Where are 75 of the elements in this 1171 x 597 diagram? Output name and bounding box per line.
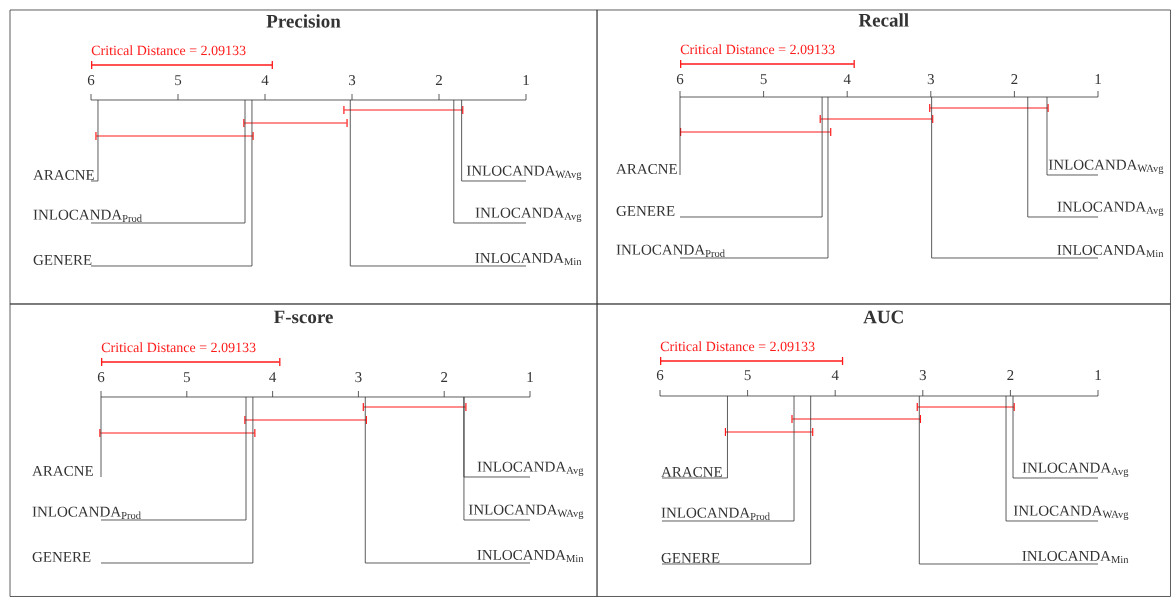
leader-line <box>100 396 102 478</box>
critical-distance-label: Critical Distance = 2.09133 <box>660 341 815 352</box>
tick-label: 1 <box>1095 370 1101 380</box>
method-label: INLOCANDA$_{Min}$ <box>1057 244 1164 257</box>
leader-line <box>918 395 1099 565</box>
tick-label: 1 <box>1095 74 1101 84</box>
leader-line <box>463 396 531 521</box>
tick-label: 6 <box>656 370 664 381</box>
critical-distance-label: Critical Distance = 2.09133 <box>680 44 835 55</box>
method-label: INLOCANDA$_{Avg}$ <box>1057 201 1164 216</box>
leader-line <box>1012 395 1099 479</box>
leader-line <box>679 96 829 259</box>
tick-label: 6 <box>97 372 105 383</box>
leader-line <box>1005 395 1099 522</box>
method-label: INLOCANDA$_{Min}$ <box>1022 550 1129 563</box>
method-label: INLOCANDA$_{Avg}$ <box>475 207 582 222</box>
tick-label: 3 <box>349 75 356 86</box>
leader-line <box>364 396 531 564</box>
tick-label: 1 <box>527 372 533 382</box>
tick-label: 4 <box>261 75 269 85</box>
method-label: GENERE <box>33 254 92 265</box>
tick-label: 5 <box>183 372 190 383</box>
tick-label: 6 <box>676 74 684 85</box>
method-label: INLOCANDA$_{WAvg}$ <box>468 504 584 519</box>
tick-label: 3 <box>927 74 934 85</box>
tick-label: 4 <box>831 370 839 380</box>
method-label: INLOCANDA$_{Prod}$ <box>661 507 770 520</box>
leader-line <box>100 396 247 521</box>
tick-label: 6 <box>87 75 95 86</box>
leader-line <box>90 99 253 267</box>
tick-label: 1 <box>523 75 529 85</box>
leader-line <box>453 99 527 224</box>
method-label: INLOCANDA$_{WAvg}$ <box>1048 159 1164 174</box>
method-label: ARACNE <box>33 169 94 180</box>
leader-line <box>1027 96 1099 218</box>
tick-label: 2 <box>1011 74 1018 84</box>
tick-label: 5 <box>175 75 182 86</box>
leader-line <box>679 96 681 176</box>
critical-distance-label: Critical Distance = 2.09133 <box>101 342 256 353</box>
tick-label: 5 <box>760 74 767 85</box>
leader-line <box>1046 96 1099 176</box>
tick-label: 2 <box>1007 370 1014 380</box>
leader-line <box>679 96 823 218</box>
critical-distance-label: Critical Distance = 2.09133 <box>91 45 246 56</box>
method-label: ARACNE <box>32 465 93 476</box>
leader-line <box>100 396 254 564</box>
tick-label: 2 <box>435 75 442 85</box>
method-label: INLOCANDA$_{Avg}$ <box>477 461 584 476</box>
leader-line <box>931 96 1099 259</box>
method-label: INLOCANDA$_{Prod}$ <box>33 209 142 222</box>
leader-line <box>461 99 527 182</box>
method-label: INLOCANDA$_{Min}$ <box>477 549 584 562</box>
leader-line <box>90 99 246 224</box>
leader-line <box>90 99 99 182</box>
leader-line <box>661 395 728 479</box>
leader-line <box>349 99 527 267</box>
method-label: INLOCANDA$_{Prod}$ <box>32 506 141 519</box>
tick-label: 2 <box>441 372 448 382</box>
method-label: INLOCANDA$_{Prod}$ <box>616 244 725 257</box>
method-label: INLOCANDA$_{Min}$ <box>475 252 582 265</box>
method-label: ARACNE <box>661 466 722 477</box>
leader-line <box>661 395 812 565</box>
method-label: GENERE <box>32 551 91 562</box>
tick-label: 3 <box>919 370 926 381</box>
method-label: INLOCANDA$_{WAvg}$ <box>1013 505 1129 520</box>
method-label: INLOCANDA$_{WAvg}$ <box>466 165 582 180</box>
method-label: INLOCANDA$_{Avg}$ <box>1022 462 1129 477</box>
method-label: GENERE <box>661 552 720 563</box>
method-label: ARACNE <box>616 163 677 174</box>
leader-line <box>661 395 795 522</box>
tick-label: 4 <box>269 372 277 382</box>
tick-label: 3 <box>355 372 362 383</box>
tick-label: 5 <box>744 370 751 381</box>
tick-label: 4 <box>843 74 851 84</box>
method-label: GENERE <box>616 205 675 216</box>
